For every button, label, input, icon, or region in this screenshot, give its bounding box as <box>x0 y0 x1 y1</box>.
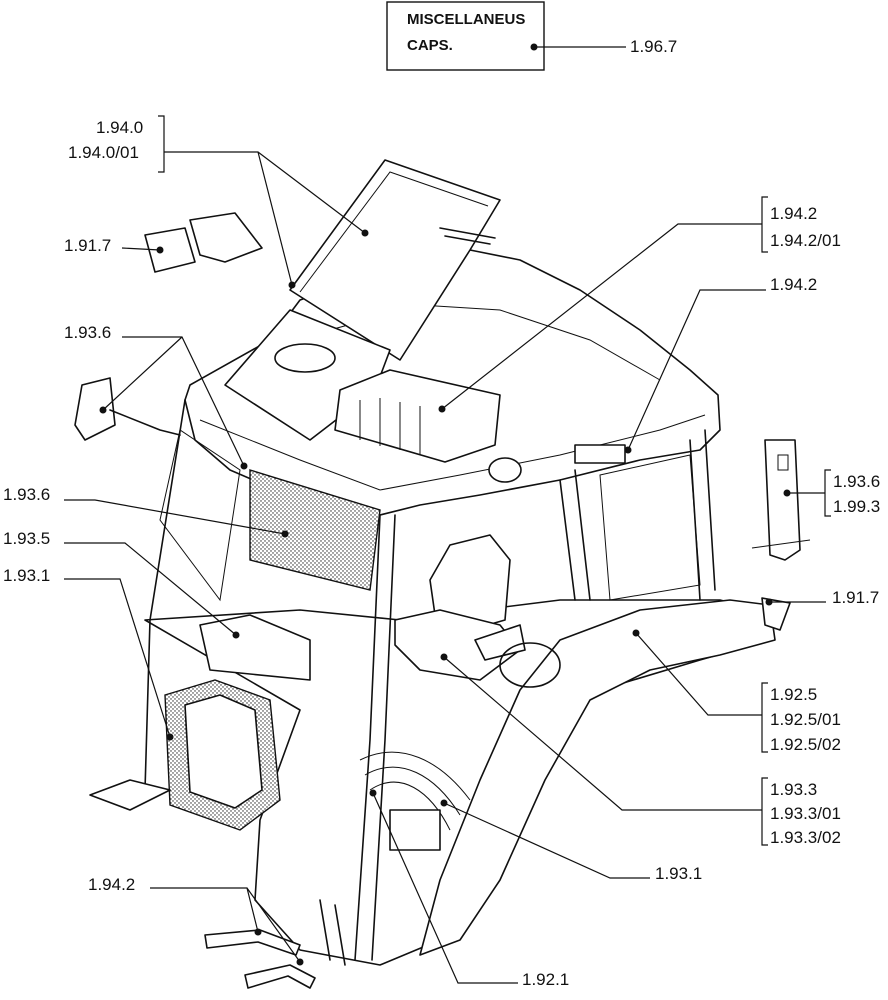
dot-1-94-0-b <box>288 281 296 289</box>
work-lamp <box>144 227 196 273</box>
roof-vent <box>274 343 336 373</box>
left-window <box>159 429 241 602</box>
dot-1-94-2-mid <box>624 446 632 454</box>
leader-1-94-2-mid <box>627 289 766 451</box>
dot-1-93-6-mid <box>281 530 289 538</box>
left-mirror <box>74 377 116 441</box>
ref-1-94-2-top[interactable]: 1.94.2 <box>770 204 817 223</box>
hose-lower <box>244 964 316 989</box>
leader-1-93-1-left <box>64 578 171 738</box>
ref-1-93-3-02[interactable]: 1.93.3/02 <box>770 828 841 847</box>
leader-1-93-5 <box>64 542 237 636</box>
leader-1-92-1 <box>372 792 518 984</box>
caps-box-frame <box>386 1 545 71</box>
ref-1-93-6-right[interactable]: 1.93.6 <box>833 472 880 491</box>
leader-1-93-3 <box>443 656 762 811</box>
front-left-pillar-inner <box>371 514 396 961</box>
center-pillar <box>559 469 591 601</box>
dot-1-93-6-upper-b <box>99 406 107 414</box>
entry-step <box>89 779 171 811</box>
seat-armrest <box>474 624 526 661</box>
rear-fender <box>419 599 776 956</box>
ac-fins <box>359 398 421 454</box>
ref-1-92-5[interactable]: 1.92.5 <box>770 685 817 704</box>
sunvisor-panel <box>249 469 381 591</box>
side-bracket <box>764 439 801 561</box>
ac-unit <box>334 369 501 463</box>
ref-1-93-5[interactable]: 1.93.5 <box>3 529 50 548</box>
leader-1-93-6-upper <box>102 336 245 467</box>
dot-1-92-5 <box>632 629 640 637</box>
bracket-1-93-3 <box>761 777 768 846</box>
ref-1-93-1-right[interactable]: 1.93.1 <box>655 864 702 883</box>
dot-1-94-0-a <box>361 229 369 237</box>
steering-wheel <box>499 642 561 688</box>
ref-1-94-2-bottom[interactable]: 1.94.2 <box>88 875 135 894</box>
bracket-1-94-2 <box>761 196 768 253</box>
ref-1-93-6-upper[interactable]: 1.93.6 <box>64 323 111 342</box>
round-duct <box>488 457 522 483</box>
ref-1-94-0-01[interactable]: 1.94.0/01 <box>68 143 139 162</box>
cab-drawing <box>74 159 811 989</box>
ref-1-93-1-left[interactable]: 1.93.1 <box>3 566 50 585</box>
dot-1-94-2-bottom-b <box>296 958 304 966</box>
leader-1-92-5 <box>635 632 762 716</box>
left-fender-pad <box>199 614 311 681</box>
front-left-pillar <box>354 514 381 961</box>
dot-1-94-2-bottom-a <box>254 928 262 936</box>
floor-mat-grooves <box>359 751 471 831</box>
leader-1-91-7-left <box>121 247 161 251</box>
dot-1-92-1 <box>369 789 377 797</box>
ref-1-96-7[interactable]: 1.96.7 <box>630 37 677 56</box>
pedal-area <box>389 809 441 851</box>
ref-1-94-0[interactable]: 1.94.0 <box>96 118 143 137</box>
ref-1-93-3[interactable]: 1.93.3 <box>770 780 817 799</box>
rear-light <box>761 597 791 631</box>
dot-1-93-5 <box>232 631 240 639</box>
hose-risers <box>319 899 346 966</box>
leader-1-94-0 <box>164 151 366 286</box>
ref-1-92-5-01[interactable]: 1.92.5/01 <box>770 710 841 729</box>
leader-1-94-2-bottom <box>150 887 301 963</box>
bracket-1-93-6-right <box>824 469 831 517</box>
roof-grille <box>574 444 626 464</box>
caps-box-line1: MISCELLANEUS <box>407 11 525 28</box>
dot-1-91-7-left <box>156 246 164 254</box>
dot-1-93-3 <box>440 653 448 661</box>
ref-1-99-3[interactable]: 1.99.3 <box>833 497 880 516</box>
ref-1-94-2-01[interactable]: 1.94.2/01 <box>770 231 841 250</box>
dot-1-93-6-upper-a <box>240 462 248 470</box>
ref-1-92-5-02[interactable]: 1.92.5/02 <box>770 735 841 754</box>
ref-1-94-2-mid[interactable]: 1.94.2 <box>770 275 817 294</box>
bracket-1-94-0 <box>158 115 165 173</box>
ref-1-93-6-mid[interactable]: 1.93.6 <box>3 485 50 504</box>
hatch-latch <box>439 227 496 245</box>
dot-1-93-1-right <box>440 799 448 807</box>
left-mirror-arm <box>109 409 181 436</box>
right-rear-pillar <box>689 429 716 601</box>
ref-1-91-7-left[interactable]: 1.91.7 <box>64 236 111 255</box>
miscellaneous-caps-box: MISCELLANEUS CAPS. 1.96.7 <box>386 1 677 71</box>
dot-1-91-7-right <box>765 598 773 606</box>
leader-1-93-6-mid <box>64 499 286 535</box>
side-bracket-detail <box>751 454 811 549</box>
door-gasket-inner <box>184 694 263 809</box>
dot-1-94-2-top <box>438 405 446 413</box>
ref-1-91-7-right[interactable]: 1.91.7 <box>832 588 879 607</box>
roof-edge <box>199 414 706 491</box>
dot-1-93-6-right <box>783 489 791 497</box>
leader-1-93-1-right <box>443 802 650 879</box>
work-lamp-bracket <box>189 212 263 263</box>
ref-1-92-1[interactable]: 1.92.1 <box>522 970 569 989</box>
leader-1-94-2-top <box>441 223 762 410</box>
bracket-1-92-5 <box>761 682 768 753</box>
callouts: 1.94.0 1.94.0/01 1.91.7 1.93.6 1.93.6 1.… <box>3 115 880 989</box>
caps-box-line2: CAPS. <box>407 37 453 54</box>
dot-1-93-1-left <box>166 733 174 741</box>
ref-1-93-3-01[interactable]: 1.93.3/01 <box>770 804 841 823</box>
roof-hatch-inner <box>299 171 489 293</box>
rear-window <box>599 454 701 601</box>
